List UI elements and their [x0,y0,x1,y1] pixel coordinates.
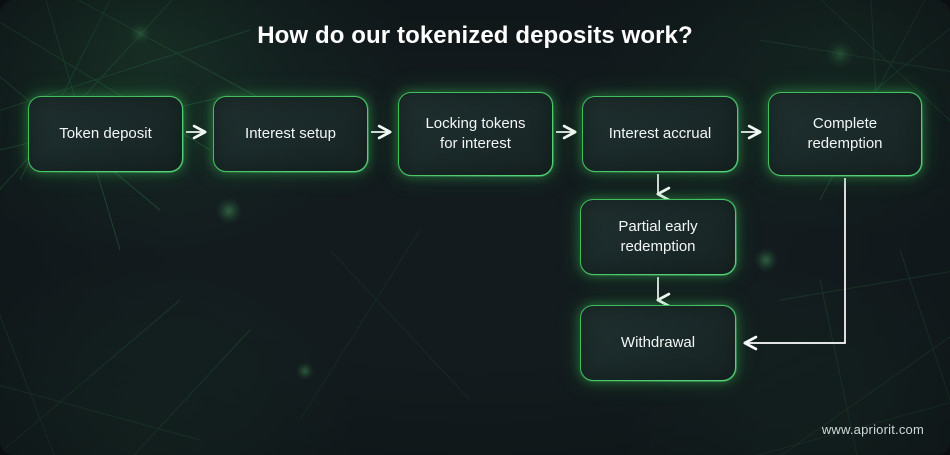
node-complete-redemption[interactable]: Complete redemption [768,92,922,176]
node-label: Complete redemption [807,115,883,152]
node-label: Partial early redemption [618,218,698,255]
node-label: Interest setup [245,125,336,143]
node-interest-setup[interactable]: Interest setup [213,96,368,172]
edge-complete-redemption-to-withdrawal [743,178,846,351]
watermark-url: www.apriorit.com [821,422,924,437]
node-locking-tokens[interactable]: Locking tokens for interest [398,92,553,176]
node-partial-early-redemption[interactable]: Partial early redemption [580,199,736,275]
glow-dot [296,362,314,380]
node-token-deposit[interactable]: Token deposit [28,96,183,172]
page-title: How do our tokenized deposits work? [257,22,693,49]
node-withdrawal[interactable]: Withdrawal [580,305,736,381]
node-label: Locking tokens for interest [425,115,526,152]
node-label: Token deposit [59,125,152,143]
node-label: Interest accrual [608,125,712,143]
glow-bottom-left [0,265,360,455]
node-interest-accrual[interactable]: Interest accrual [582,96,738,172]
glow-dot [754,248,778,272]
node-label: Withdrawal [620,334,696,352]
glow-dot [216,198,242,224]
